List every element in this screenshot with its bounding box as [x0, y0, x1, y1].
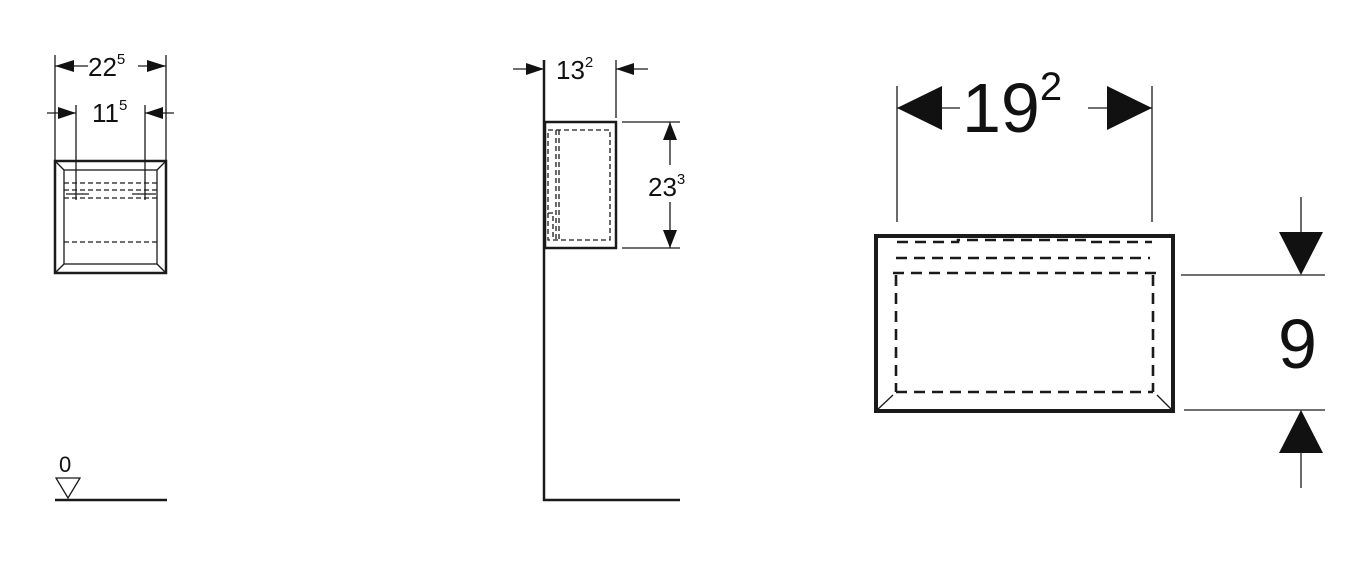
arrow-down-icon: [663, 230, 677, 248]
dim-overall-width: 225: [88, 51, 125, 82]
top-view: 192 9: [874, 65, 1325, 488]
arrow-left-icon: [145, 107, 163, 119]
arrow-up-icon: [663, 122, 677, 140]
dim-height: 9: [1278, 305, 1317, 383]
dim-hole-spacing: 115: [92, 97, 127, 128]
level-triangle-icon: [54, 477, 82, 500]
arrow-left-icon: [55, 60, 74, 72]
arrow-left-icon: [616, 63, 634, 75]
arrow-down-icon: [1279, 232, 1323, 275]
side-view: 132 233: [513, 54, 685, 502]
arrow-left-icon: [897, 86, 942, 130]
arrow-right-icon: [1107, 86, 1152, 130]
arrow-right-icon: [147, 60, 166, 72]
arrow-right-icon: [58, 107, 76, 119]
floor-level-label: 0: [59, 452, 71, 477]
dim-inner-width: 192: [962, 65, 1062, 147]
arrow-right-icon: [526, 63, 544, 75]
front-view: 225 115: [47, 51, 174, 275]
dim-height: 233: [648, 171, 685, 202]
arrow-up-icon: [1279, 410, 1323, 453]
dim-depth: 132: [556, 54, 593, 85]
floor-level-marker: 0: [54, 452, 167, 502]
